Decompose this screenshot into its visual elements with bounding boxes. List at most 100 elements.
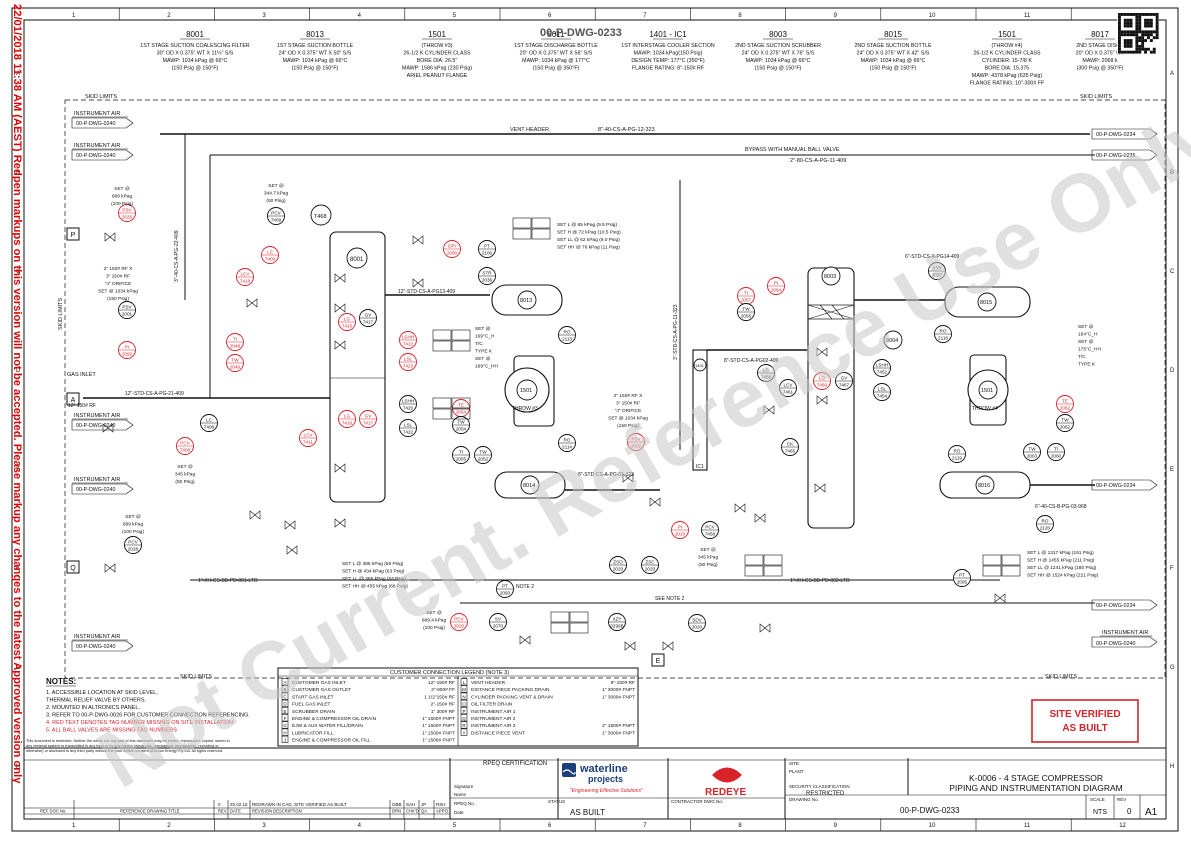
note-line: 5. ALL BALL VALVES ARE MISSING TAG NUMBE… [46,728,177,734]
ball-valve-icon[interactable] [412,235,424,245]
qr-module [1149,50,1153,54]
ball-valve-icon[interactable] [334,273,346,283]
instrument-tag: 2090 [447,251,458,256]
ball-valve-icon[interactable] [622,473,634,483]
vessel-8004-tag: 8004 [886,338,898,344]
ball-valve-icon[interactable] [104,232,116,242]
ia-ref-dwg: 00-P-DWG-0240 [76,644,115,650]
instrument-tag: 7422 [403,342,414,347]
ball-valve-icon[interactable] [334,518,346,528]
ia-ref-arrow[interactable] [71,483,134,495]
equipment-spec-line: (THROW #4) [992,43,1023,49]
instrument-tag: 2070 [493,624,504,629]
qr-module [1118,24,1121,28]
setpoint-text: 3" 150# RF [616,401,640,407]
instrument-tag: 2010 [675,532,686,537]
plant-label: PLANT [789,769,804,774]
ball-valve-icon[interactable] [759,623,771,633]
alarm-box [512,228,532,240]
ball-valve-icon[interactable] [249,510,261,520]
qr-module [1147,47,1150,51]
instrument-function: CK [787,442,794,447]
ia-ref-arrow[interactable] [71,640,134,652]
qr-module [1135,47,1139,51]
instrument-function: TW [457,420,465,425]
qr-module [1120,30,1124,34]
ball-valve-icon[interactable] [624,641,636,651]
off-page-arrow[interactable] [1091,479,1158,491]
ball-valve-icon[interactable] [246,298,258,308]
qr-module [1135,21,1139,25]
ball-valve-icon[interactable] [994,593,1006,603]
qr-module [1120,33,1124,37]
ia-ref-dwg: 00-P-DWG-0240 [76,423,115,429]
ball-valve-icon[interactable] [763,405,775,415]
ball-valve-icon[interactable] [734,503,746,513]
revision-header: REV [218,809,227,814]
instrument-t468 [310,204,332,226]
vessel-8001[interactable] [329,231,386,503]
off-page-arrow[interactable] [1091,636,1158,648]
qr-module [1149,24,1153,28]
ia-ref-arrow[interactable] [71,419,134,431]
ball-valve-icon[interactable] [286,545,298,555]
legend-desc: ENGINE & COMPRESSOR OIL DRAIN [292,716,377,722]
ia-ref-arrow[interactable] [71,149,134,161]
equipment-spec-line: (150 Psig @ 350°F) [533,66,580,72]
instrument-tag: 2113 [562,337,572,342]
qr-module [1123,13,1127,16]
off-page-arrow[interactable] [1091,128,1158,140]
qr-module [1132,50,1136,54]
qr-module [1135,36,1139,40]
legend-key: H [283,730,286,735]
legend-key: B [283,687,286,692]
instrument-function: LG [819,376,826,381]
ball-valve-icon[interactable] [102,423,114,433]
qr-module [1129,44,1133,48]
vent-header-label: VENT HEADER [510,127,549,133]
site-label: SITE [789,761,799,766]
legend-desc: SCRUBBER DRAIN [292,709,335,715]
cooler-1401-bubble [693,358,707,372]
instrument-function: PCV [454,617,464,622]
off-page-arrow[interactable] [1091,149,1158,161]
off-page-arrow[interactable] [1091,599,1158,611]
qr-module [1118,50,1121,54]
instrument-tag: 7467 [839,383,850,388]
ball-valve-icon[interactable] [334,463,346,473]
ball-valve-icon[interactable] [814,483,826,493]
ia-ref-dwg: 00-P-DWG-0240 [76,487,115,493]
off-page-ref: 00-P-DWG-0234 [1096,132,1135,138]
customer-connection-box[interactable] [66,560,80,574]
ball-valve-icon[interactable] [519,635,531,645]
ball-valve-icon[interactable] [816,347,828,357]
instrument-function: PI [678,525,682,530]
ia-ref-arrow[interactable] [71,117,134,129]
setpoint-text: SET @ [125,514,141,520]
ball-valve-icon[interactable] [104,563,116,573]
legend-key: A [283,680,286,685]
ball-valve-icon[interactable] [754,513,766,523]
instrument-function: LG [344,317,351,322]
ball-valve-icon[interactable] [816,395,828,405]
ball-valve-icon[interactable] [662,641,674,651]
ball-valve-icon[interactable] [412,278,424,288]
instrument-function: TI [233,337,237,342]
ball-valve-icon[interactable] [334,303,346,313]
customer-connection-box[interactable] [651,653,665,667]
legend-key-box [281,699,289,707]
ball-valve-icon[interactable] [284,520,296,530]
qr-module [1123,30,1127,34]
skid-limits-label-left: SKID LIMITS [58,298,64,330]
ball-valve-icon[interactable] [334,340,346,350]
customer-connection-box[interactable] [66,227,80,241]
cooler-ic1[interactable] [692,349,708,471]
qr-module [1135,44,1139,48]
legend-size: 1" 300# RF [431,709,455,715]
ball-valve-icon[interactable] [649,497,661,507]
setpoint-text: SET @ [114,186,130,192]
instrument-tag: 2118 [938,336,948,341]
qr-module [1147,21,1150,25]
customer-connection-box[interactable] [66,392,80,406]
